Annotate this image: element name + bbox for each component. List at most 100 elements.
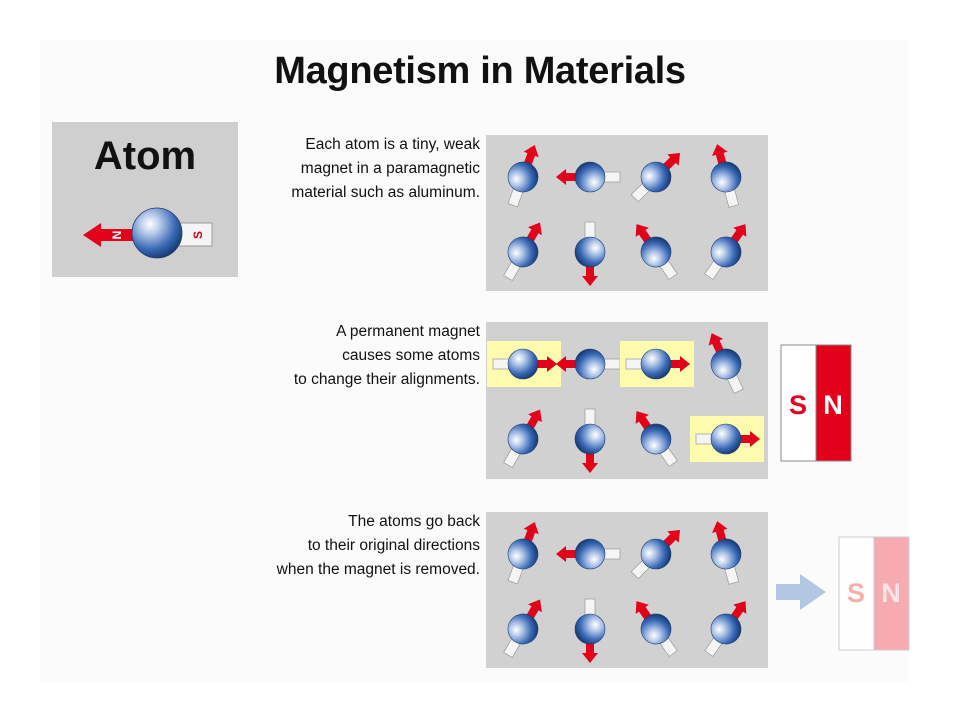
atom bbox=[708, 333, 744, 394]
north-arrow-icon bbox=[556, 356, 578, 372]
north-arrow-icon bbox=[556, 169, 578, 185]
north-arrow-icon bbox=[708, 333, 725, 355]
atom-sphere-icon bbox=[574, 348, 606, 380]
atom-south-tail bbox=[584, 221, 596, 239]
magnet-north-label: N bbox=[823, 390, 843, 420]
removed-magnet-south-half bbox=[838, 536, 875, 651]
atom-sphere-icon bbox=[710, 538, 742, 570]
atom bbox=[492, 348, 557, 380]
north-arrow-icon bbox=[582, 641, 598, 663]
atom bbox=[635, 224, 678, 280]
atom bbox=[635, 411, 678, 467]
caption-line: to change their alignments. bbox=[293, 371, 480, 388]
atom-sphere-icon bbox=[507, 538, 539, 570]
atom-sphere-icon bbox=[131, 207, 183, 259]
atom bbox=[507, 522, 539, 585]
atom bbox=[625, 348, 690, 380]
atom-sphere-icon bbox=[507, 613, 539, 645]
removed-magnet-north-half bbox=[873, 536, 910, 651]
caption-magnetized: A permanent magnet causes some atoms to … bbox=[294, 320, 480, 392]
atom bbox=[556, 161, 621, 193]
atom-sphere-icon bbox=[640, 161, 672, 193]
atom-south-tail bbox=[584, 408, 596, 426]
atom bbox=[503, 599, 542, 658]
legend-north-label: N bbox=[110, 231, 124, 240]
atoms-layer bbox=[487, 144, 764, 663]
north-arrow-icon bbox=[712, 521, 728, 544]
atom-sphere-icon bbox=[574, 423, 606, 455]
north-arrow-icon bbox=[523, 145, 539, 168]
atom bbox=[574, 221, 606, 286]
removal-arrow-icon bbox=[776, 574, 826, 610]
north-arrow-icon bbox=[556, 546, 578, 562]
atom bbox=[556, 538, 621, 570]
magnet-south-label: S bbox=[789, 390, 807, 420]
atom-sphere-icon bbox=[710, 161, 742, 193]
caption-line: material such as aluminum. bbox=[291, 184, 480, 201]
atom-south-tail bbox=[603, 171, 621, 183]
permanent-magnet: S N bbox=[780, 344, 852, 462]
atom-south-tail bbox=[625, 358, 643, 370]
north-arrow-icon bbox=[535, 356, 557, 372]
atom bbox=[503, 409, 542, 468]
north-arrow-icon bbox=[582, 264, 598, 286]
atom-sphere-icon bbox=[574, 236, 606, 268]
atom bbox=[574, 598, 606, 663]
atom-sphere-icon bbox=[710, 348, 742, 380]
atom bbox=[574, 408, 606, 473]
atom-sphere-icon bbox=[507, 161, 539, 193]
atom bbox=[695, 423, 760, 455]
atom bbox=[630, 152, 681, 203]
removed-magnet-south-label: S bbox=[847, 578, 865, 608]
atom-sphere-icon bbox=[640, 236, 672, 268]
atom bbox=[704, 601, 747, 657]
atom-sphere-icon bbox=[640, 348, 672, 380]
north-arrow-icon bbox=[668, 356, 690, 372]
caption-line: causes some atoms bbox=[342, 347, 480, 364]
north-arrow-icon bbox=[523, 522, 539, 545]
atom-sphere-icon bbox=[640, 613, 672, 645]
atom-sphere-icon bbox=[574, 613, 606, 645]
caption-line: when the magnet is removed. bbox=[276, 561, 480, 578]
north-arrow-icon bbox=[712, 144, 728, 167]
caption-line: The atoms go back bbox=[348, 513, 480, 530]
atom bbox=[556, 348, 621, 380]
atom bbox=[710, 521, 742, 585]
north-arrow-icon bbox=[582, 451, 598, 473]
atom bbox=[630, 529, 681, 580]
atom-sphere-icon bbox=[507, 236, 539, 268]
caption-line: A permanent magnet bbox=[336, 323, 480, 340]
caption-line: magnet in a paramagnetic bbox=[300, 160, 480, 177]
legend-atom: N S bbox=[83, 207, 213, 259]
atom-south-tail bbox=[492, 358, 510, 370]
caption-removed: The atoms go back to their original dire… bbox=[277, 510, 480, 582]
atom-south-tail bbox=[603, 358, 621, 370]
caption-line: to their original directions bbox=[307, 537, 480, 554]
north-arrow-icon bbox=[83, 223, 135, 247]
magnet-north-half bbox=[815, 344, 852, 462]
atom-sphere-icon bbox=[574, 538, 606, 570]
atom-south-tail bbox=[695, 433, 713, 445]
atom-sphere-icon bbox=[640, 538, 672, 570]
caption-line: Each atom is a tiny, weak bbox=[305, 136, 480, 153]
removed-magnet: S N bbox=[838, 536, 910, 651]
atom-sphere-icon bbox=[640, 423, 672, 455]
atom-legend-label: Atom bbox=[93, 134, 197, 178]
caption-paramagnetic: Each atom is a tiny, weak magnet in a pa… bbox=[291, 133, 480, 205]
atom bbox=[710, 144, 742, 208]
atom bbox=[704, 224, 747, 280]
atom-sphere-icon bbox=[507, 423, 539, 455]
atom-sphere-icon bbox=[710, 613, 742, 645]
legend-south-label: S bbox=[191, 231, 205, 239]
atom bbox=[507, 145, 539, 208]
page-title: Magnetism in Materials bbox=[274, 50, 686, 92]
atom-sphere-icon bbox=[710, 423, 742, 455]
atom-south-tail bbox=[603, 548, 621, 560]
atom-south-tail bbox=[584, 598, 596, 616]
atom bbox=[635, 601, 678, 657]
atom-sphere-icon bbox=[574, 161, 606, 193]
atom-sphere-icon bbox=[710, 236, 742, 268]
removed-magnet-north-label: N bbox=[881, 578, 901, 608]
atom-sphere-icon bbox=[507, 348, 539, 380]
